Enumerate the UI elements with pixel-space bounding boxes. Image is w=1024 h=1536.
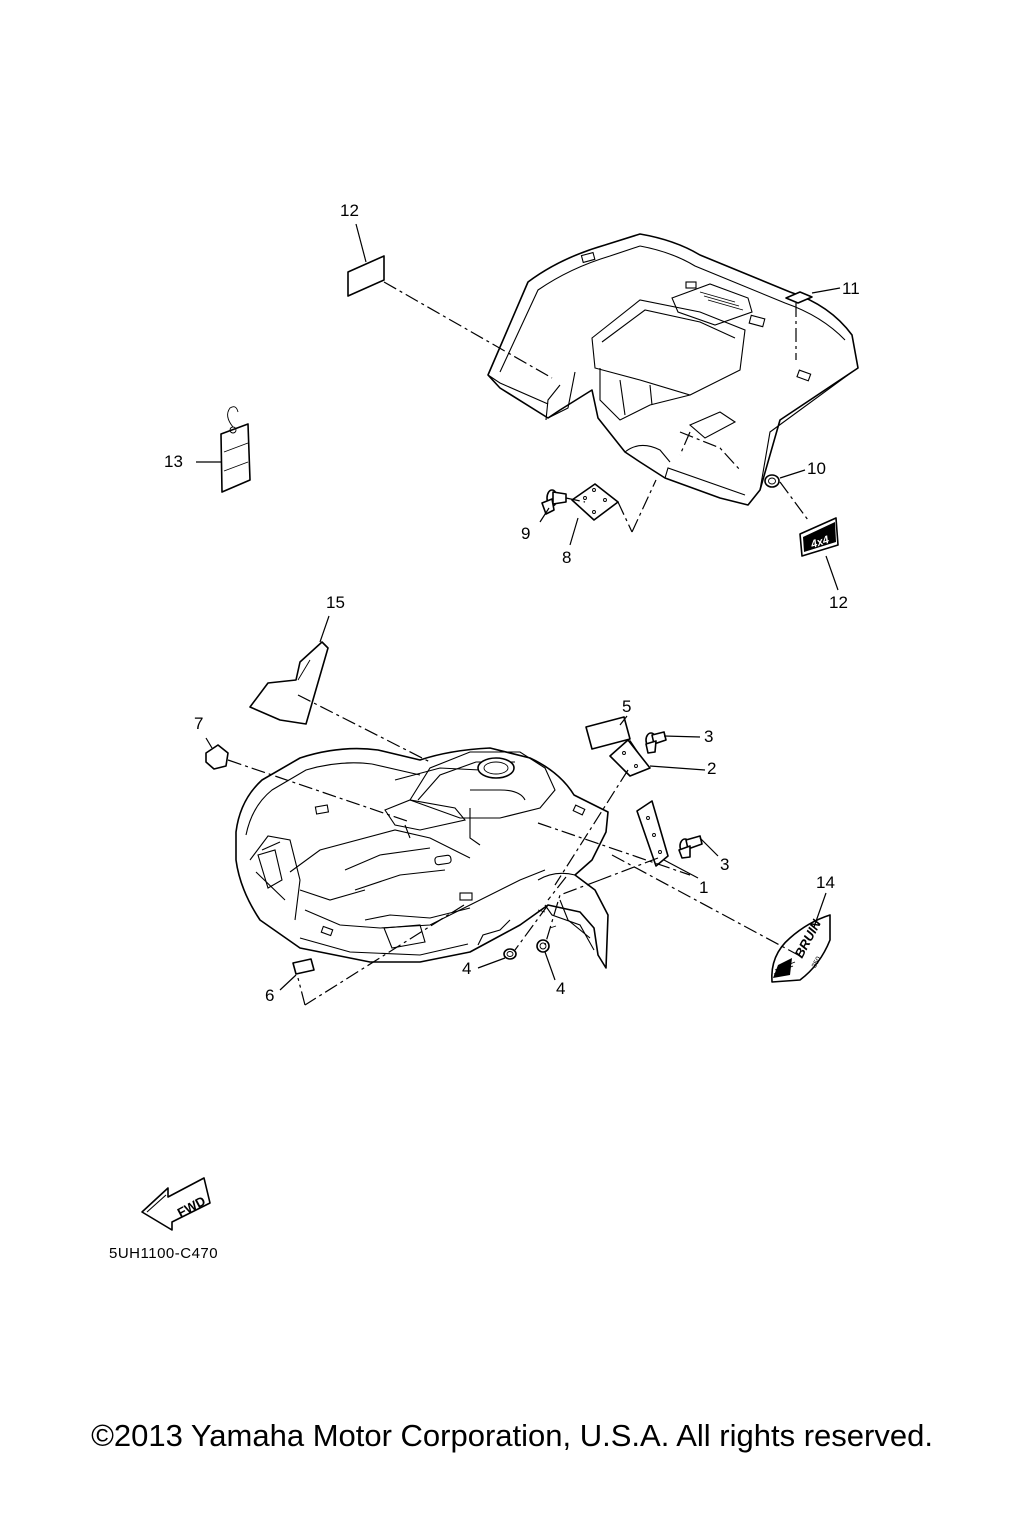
fwd-arrow-icon: FWD [141, 1177, 211, 1231]
callout-4-right: 4 [556, 979, 565, 998]
part-6-label [292, 958, 315, 975]
callout-3-lower: 3 [720, 855, 729, 874]
part-12-label-top [347, 255, 385, 297]
part-5-label [585, 716, 631, 750]
callout-15: 15 [326, 593, 345, 612]
callout-12-top: 12 [340, 201, 359, 220]
callout-9: 9 [521, 524, 530, 543]
part-11-label [785, 291, 813, 304]
leader-lines [196, 223, 841, 991]
callout-8: 8 [562, 548, 571, 567]
front-fender [235, 747, 609, 969]
part-4-grommet-left [503, 948, 517, 960]
callout-4-left: 4 [462, 959, 471, 978]
part-2-plate [609, 739, 651, 777]
label-4x4-text: 4x4 [809, 534, 831, 551]
callout-13: 13 [164, 452, 183, 471]
part-3-rivet-lower [678, 835, 703, 859]
callout-11: 11 [842, 279, 860, 298]
part-14-decal-bruin: BRUIN 350 [771, 914, 831, 983]
callouts: 12 11 13 10 9 8 12 15 5 7 3 2 3 1 14 4 4… [164, 201, 860, 1005]
part-15-decal [249, 641, 329, 725]
copyright-notice: ©2013 Yamaha Motor Corporation, U.S.A. A… [91, 1418, 933, 1453]
assembly-lines [227, 281, 809, 1006]
part-13-tag [220, 406, 251, 493]
diagram-code: 5UH1100-C470 [109, 1245, 219, 1262]
part-9-rivet [541, 489, 567, 515]
part-1-plate [636, 800, 669, 867]
callout-10: 10 [807, 459, 826, 478]
callout-7: 7 [194, 714, 203, 733]
callout-5: 5 [622, 697, 631, 716]
callout-2: 2 [707, 759, 716, 778]
part-3-rivet-upper [645, 731, 667, 754]
part-12-label-4x4: 4x4 [799, 517, 839, 557]
decal-bruin-subtext: 350 [811, 956, 823, 970]
part-10-grommet [764, 474, 780, 488]
callout-6: 6 [265, 986, 274, 1005]
callout-1: 1 [699, 878, 708, 897]
part-4-grommet-right [536, 939, 550, 953]
callout-12-bottom: 12 [829, 593, 848, 612]
callout-14: 14 [816, 873, 835, 892]
part-8-plate [571, 483, 619, 521]
part-7-emblem [205, 744, 229, 770]
rear-fender [487, 233, 859, 506]
callout-3-upper: 3 [704, 727, 713, 746]
